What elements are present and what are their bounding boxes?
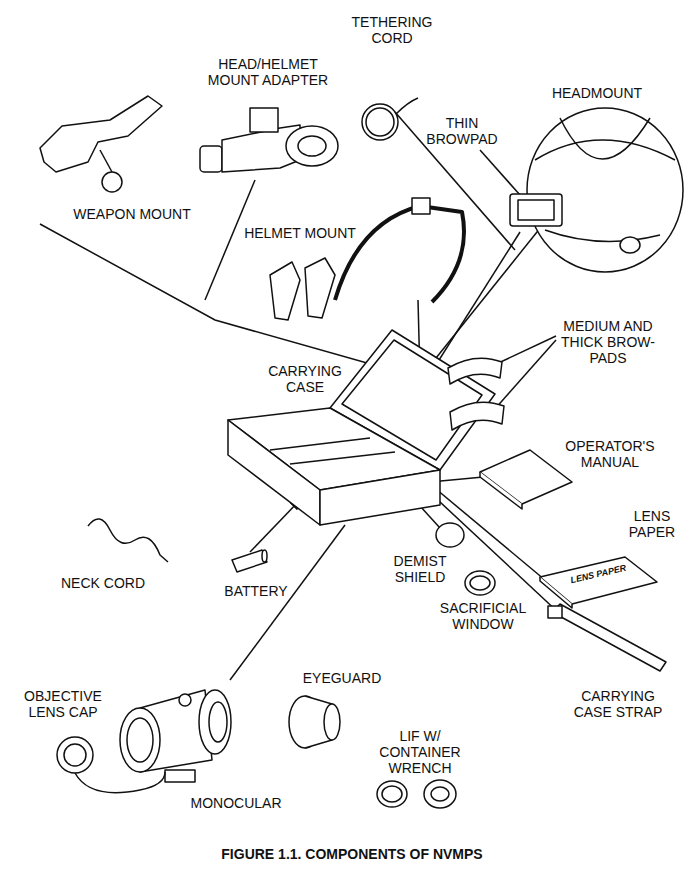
part-name: OBJECTIVE LENS CAP [13,688,113,720]
part-name: HELMET MOUNT [244,225,356,241]
part-name: TETHERING CORD [345,14,440,46]
figure-caption: FIGURE 1.1. COMPONENTS OF NVMPS [221,846,482,862]
part-name: EYEGUARD [303,670,382,686]
part-name: DEMIST SHIELD [380,553,460,585]
part-name: HEAD/HELMET MOUNT ADAPTER [201,56,336,88]
part-name: MEDIUM AND THICK BROW-PADS [553,318,663,366]
part-name: MONOCULAR [190,795,281,811]
part-name: LENS PAPER [617,508,687,540]
part-name: NECK CORD [61,575,145,591]
part-name: BATTERY [224,583,287,599]
part-name: HEADMOUNT [552,85,642,101]
package-print: LENS PAPER [569,562,627,586]
part-name: OPERATOR'S MANUAL [560,438,660,470]
part-name: WEAPON MOUNT [73,206,190,222]
part-name: CARRYING CASE STRAP [563,688,673,720]
part-drawings [40,96,683,808]
part-name: THIN BROWPAD [422,115,502,147]
part-name: CARRYING CASE [255,363,355,395]
part-name: SACRIFICIAL WINDOW [428,600,538,632]
leader-lines [40,112,560,680]
part-name: LIF W/ CONTAINER WRENCH [373,728,468,776]
